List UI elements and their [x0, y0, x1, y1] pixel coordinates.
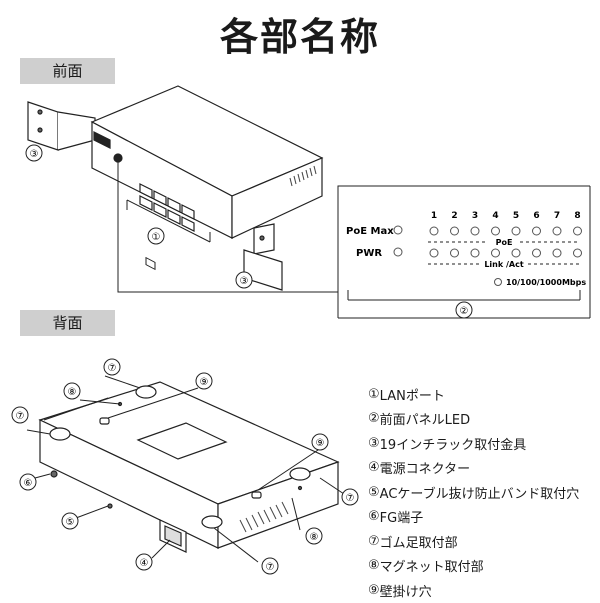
port-number-label: 3	[472, 211, 478, 221]
page-title: 各部名称	[219, 15, 380, 59]
svg-text:⑧: ⑧	[310, 532, 319, 543]
port-number-label: 7	[554, 211, 560, 221]
svg-text:⑦: ⑦	[108, 363, 117, 374]
link-act-led	[491, 248, 500, 258]
callout-7-top: ⑦	[103, 358, 121, 376]
led-panel: 1 2 3 4 5 6 7 8 PoE Max PWR PoE Link /Act 10/10…	[346, 211, 586, 287]
legend-text: 前面パネルLED	[379, 413, 471, 429]
legend-text: ゴム足取付部	[379, 535, 458, 551]
callout-3-right: ③	[235, 271, 253, 289]
legend-text: ACケーブル抜け防止バンド取付穴	[379, 486, 580, 502]
legend-text: FG端子	[379, 511, 424, 527]
legend-number: ⑥	[368, 509, 380, 525]
link-act-led	[552, 248, 562, 258]
pwr-label: PWR	[356, 248, 382, 259]
poe-group-label: PoE	[496, 238, 513, 247]
svg-text:③: ③	[30, 149, 39, 160]
callout-2: ②	[455, 301, 473, 319]
svg-text:⑦: ⑦	[346, 493, 355, 504]
poe-led	[491, 226, 500, 236]
legend-number: ⑧	[368, 558, 380, 574]
legend-text: 19インチラック取付金具	[379, 437, 527, 453]
legend-text: 電源コネクター	[379, 462, 471, 478]
link-act-led	[450, 248, 459, 258]
callout-5: ⑤	[61, 512, 79, 530]
poe-led	[429, 226, 439, 236]
callout-7-bottom: ⑦	[261, 557, 279, 575]
link-act-led	[470, 248, 480, 258]
speed-led	[494, 278, 502, 286]
legend-number: ③	[368, 435, 380, 451]
callout-7-left: ⑦	[11, 406, 29, 424]
poe-led	[573, 226, 582, 236]
svg-text:⑥: ⑥	[24, 478, 33, 489]
poe-led	[552, 226, 562, 236]
legend-number: ⑤	[368, 484, 380, 500]
callout-4: ④	[135, 553, 153, 571]
back-section-label: 背面	[20, 310, 115, 336]
port-number-label: 5	[513, 211, 519, 221]
poe-led	[532, 226, 541, 236]
callout-1: ①	[147, 227, 165, 245]
legend-number: ①	[368, 386, 380, 402]
svg-text:④: ④	[140, 558, 149, 569]
link-act-led	[511, 248, 521, 258]
front-switch-illustration	[27, 85, 324, 291]
poe-led	[450, 226, 459, 236]
legend-number: ⑦	[368, 533, 380, 549]
back-switch-illustration	[38, 381, 340, 553]
port-number-label: 4	[492, 211, 498, 221]
speed-label: 10/100/1000Mbps	[506, 278, 586, 287]
svg-text:⑤: ⑤	[66, 517, 75, 528]
link-act-led	[532, 248, 541, 258]
legend-number: ⑨	[368, 582, 380, 598]
port-number-label: 2	[451, 211, 457, 221]
svg-text:①: ①	[152, 232, 161, 243]
svg-text:⑨: ⑨	[316, 438, 325, 449]
legend-text: LANポート	[379, 388, 445, 404]
callout-6: ⑥	[19, 473, 37, 491]
poe-led	[470, 226, 480, 236]
port-number-label: 6	[533, 211, 539, 221]
svg-text:③: ③	[240, 276, 249, 287]
poe-led	[511, 226, 521, 236]
port-number-label: 8	[574, 211, 580, 221]
callout-8-right: ⑧	[305, 527, 323, 545]
poe-max-label: PoE Max	[346, 226, 394, 237]
link-act-led	[573, 248, 582, 258]
legend-text: 壁掛け穴	[379, 584, 432, 600]
svg-text:②: ②	[460, 306, 469, 317]
svg-text:⑦: ⑦	[16, 411, 25, 422]
svg-text:⑨: ⑨	[200, 377, 209, 388]
front-section-label: 前面	[20, 58, 115, 84]
svg-text:⑧: ⑧	[68, 387, 77, 398]
callout-9-top: ⑨	[195, 372, 213, 390]
svg-text:⑦: ⑦	[266, 562, 275, 573]
link-act-group-label: Link /Act	[484, 260, 523, 269]
legend-text: マグネット取付部	[379, 560, 484, 576]
link-act-led	[429, 248, 439, 258]
callout-9-right: ⑨	[311, 433, 329, 451]
legend-number: ②	[368, 411, 380, 427]
port-number-label: 1	[431, 211, 437, 221]
poe-max-led	[393, 225, 403, 235]
callout-8-left: ⑧	[63, 382, 81, 400]
callout-3-left: ③	[25, 144, 43, 162]
callout-7-right: ⑦	[341, 488, 359, 506]
legend-number: ④	[368, 460, 380, 476]
pwr-led	[393, 247, 403, 257]
